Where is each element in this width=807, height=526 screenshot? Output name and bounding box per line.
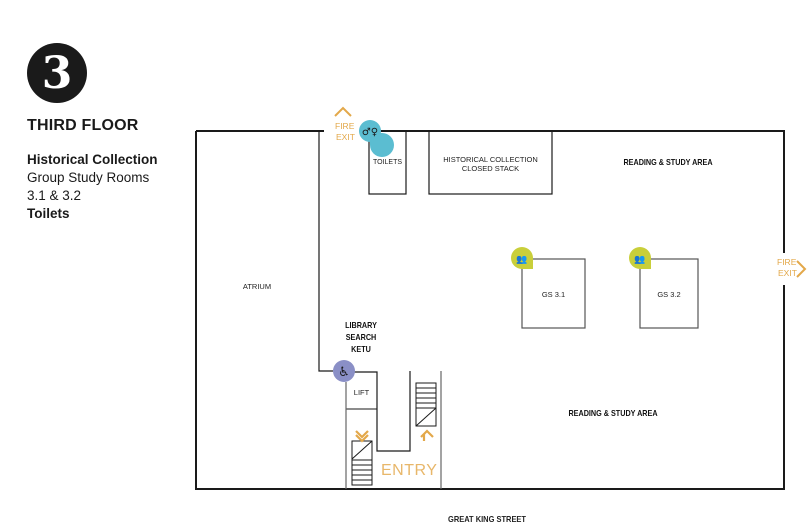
reading-study-area-top: READING & STUDY AREA [623, 157, 713, 167]
floor-title: THIRD FLOOR [27, 117, 139, 134]
legend-item-group-study-rooms: 3.1 & 3.2 [27, 188, 82, 203]
floor-number-logo: 3 [27, 43, 87, 103]
fire-exit-top-label-2: EXIT [336, 132, 355, 142]
legend-item-historical: Historical Collection [27, 152, 158, 167]
gs31-label: GS 3.1 [541, 290, 566, 299]
outer-wall-top-right [370, 130, 785, 253]
reading-study-area-bottom: READING & STUDY AREA [568, 408, 658, 418]
stairs-up-arrow [420, 429, 434, 438]
historical-collection-room [428, 130, 553, 195]
entry-label: ENTRY [381, 462, 438, 479]
gs31-room [521, 258, 586, 329]
lift-wall [354, 371, 411, 452]
library-search-label-3: KETU [351, 344, 371, 354]
stairs-down-arrow [355, 430, 369, 439]
svg-text:♂♀: ♂♀ [362, 127, 378, 138]
floor-number: 3 [42, 48, 73, 99]
toilets-label: TOILETS [372, 159, 403, 166]
legend-item-toilets: Toilets [27, 206, 70, 221]
gs32-room [639, 258, 699, 329]
fire-exit-top-label-1: FIRE [335, 121, 355, 131]
group-study-icon-gs32: 👥 [629, 247, 651, 269]
outer-wall-left-bottom [195, 131, 785, 490]
fire-exit-right-label-2: EXIT [778, 268, 797, 278]
library-search-label-2: SEARCH [345, 332, 377, 342]
stairs-down-arrow-2 [355, 434, 369, 443]
fire-exit-top-arrow [334, 106, 352, 117]
toilets-room [368, 130, 407, 195]
atrium-label: ATRIUM [242, 282, 272, 291]
legend-item-group-study: Group Study Rooms [27, 170, 150, 185]
stairs-down [351, 440, 373, 486]
svg-text:👥: 👥 [516, 255, 527, 265]
stairs-up [415, 382, 437, 427]
library-search-label-1: LIBRARY [345, 320, 377, 330]
svg-text:👥: 👥 [634, 255, 645, 265]
fire-exit-right-arrow [796, 260, 807, 278]
historical-collection-label-2: CLOSED STACK [461, 164, 520, 173]
svg-text:♿: ♿ [338, 365, 350, 380]
gs32-label: GS 3.2 [657, 290, 681, 299]
street-label: GREAT KING STREET [448, 514, 526, 524]
group-study-icon-gs31: 👥 [511, 247, 533, 269]
toilets-icon: ♂♀ [359, 120, 394, 157]
atrium-wall [318, 131, 333, 372]
fire-exit-right-label-1: FIRE [777, 257, 797, 267]
historical-collection-label-1: HISTORICAL COLLECTION [443, 155, 538, 164]
lift-label: LIFT [353, 388, 370, 397]
wheelchair-icon: ♿ [333, 360, 355, 382]
